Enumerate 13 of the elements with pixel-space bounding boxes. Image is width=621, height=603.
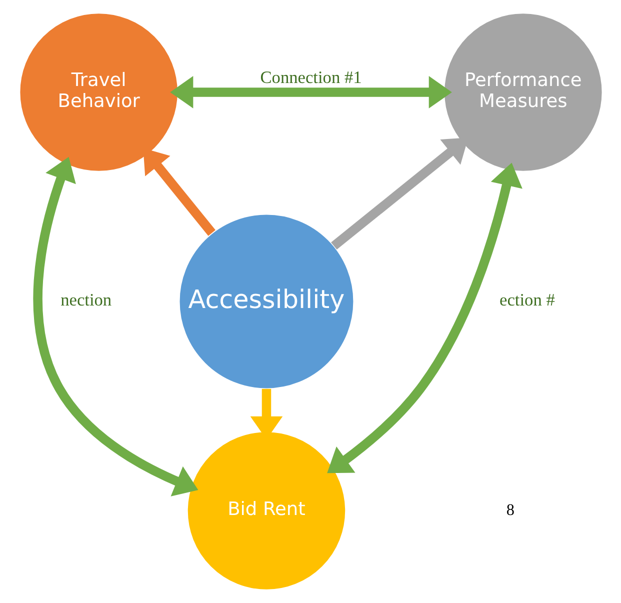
arrow	[32, 156, 198, 496]
edge-label: Connection #1	[260, 68, 362, 87]
node-circle: Bid Rent	[186, 431, 346, 591]
node-circle: Accessibility	[178, 214, 354, 390]
arrow	[142, 148, 215, 236]
edge-label: ection #	[499, 290, 554, 310]
edge-label: nection	[60, 290, 112, 310]
arrow	[330, 138, 468, 250]
node-circle: Travel Behavior	[18, 12, 178, 172]
arrow	[326, 162, 522, 474]
node-circle: Performance Measures	[442, 12, 602, 172]
arrow	[170, 76, 452, 108]
label: 8	[506, 502, 514, 520]
